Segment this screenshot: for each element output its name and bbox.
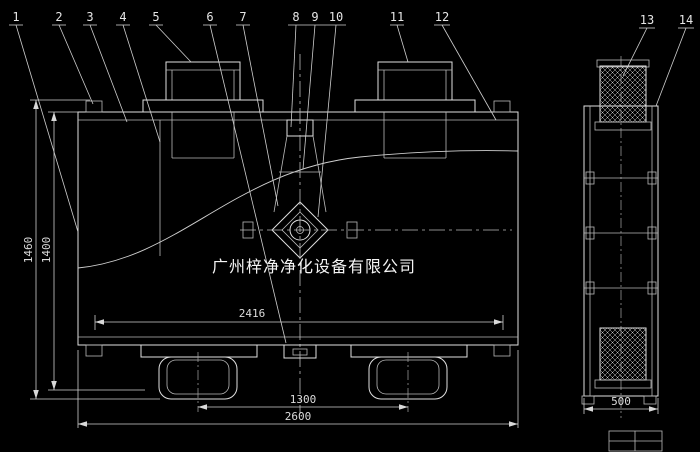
- leader-13: 13: [622, 13, 655, 77]
- flow-curve: [77, 150, 519, 269]
- casing-outline: [77, 111, 519, 346]
- leader-1: 1: [9, 10, 79, 233]
- top-filter: [594, 59, 652, 131]
- leader-14: 14: [655, 13, 694, 107]
- part-label-6: 6: [206, 10, 213, 24]
- dim-text-1460: 1460: [22, 237, 35, 264]
- leader-4: 4: [116, 10, 161, 143]
- dim-side-depth: 500: [584, 395, 658, 412]
- part-label-7: 7: [239, 10, 246, 24]
- drain-box: [283, 344, 317, 359]
- part-labels: 1 2 3 4 5 6 7 8: [9, 10, 694, 344]
- leader-11: 11: [390, 10, 409, 63]
- dim-overall-width: 2600: [78, 410, 518, 427]
- title-block-fragment: [608, 430, 663, 452]
- dimensions: 1460 1400 2416 1300 2600: [22, 99, 659, 428]
- bottom-duct-left: [140, 344, 258, 412]
- dim-inner-height: 1400: [40, 112, 57, 390]
- lifting-tab-bottom-right: [493, 344, 511, 357]
- part-label-3: 3: [86, 10, 93, 24]
- bottom-duct-right: [350, 344, 468, 412]
- dim-text-1400: 1400: [40, 237, 53, 264]
- side-foot-right: [643, 395, 657, 405]
- top-duct-left: [142, 61, 264, 159]
- leader-8: 8: [290, 10, 300, 128]
- part-label-14: 14: [679, 13, 693, 27]
- lifting-tab-top-left: [85, 100, 103, 113]
- side-view: [581, 56, 659, 418]
- lifting-tab-bottom-left: [85, 344, 103, 357]
- part-label-12: 12: [435, 10, 449, 24]
- dim-inner-width: 2416: [95, 307, 503, 325]
- leader-12: 12: [434, 10, 497, 121]
- lifting-tab-top-right: [493, 100, 511, 113]
- leader-5: 5: [149, 10, 192, 63]
- part-label-2: 2: [55, 10, 62, 24]
- part-label-1: 1: [12, 10, 19, 24]
- dim-outlet-spacing: 1300: [198, 393, 408, 410]
- part-label-4: 4: [119, 10, 126, 24]
- top-duct-right: [354, 61, 476, 159]
- leader-9: 9: [302, 10, 319, 170]
- bottom-filter: [594, 327, 652, 389]
- leader-2: 2: [52, 10, 94, 105]
- dim-overall-height: 1460: [22, 100, 39, 399]
- side-foot-left: [581, 395, 595, 405]
- bottom-filter-media: [599, 327, 647, 381]
- front-view: [77, 54, 519, 414]
- part-label-5: 5: [152, 10, 159, 24]
- leader-10: 10: [288, 10, 346, 218]
- part-label-11: 11: [390, 10, 404, 24]
- leader-3: 3: [83, 10, 128, 123]
- side-shelves: [584, 171, 658, 295]
- dim-text-2600: 2600: [285, 410, 312, 423]
- dim-text-1300: 1300: [290, 393, 317, 406]
- company-watermark: 广州梓净净化设备有限公司: [212, 257, 416, 276]
- leader-6: 6: [203, 10, 287, 344]
- leader-7: 7: [236, 10, 279, 207]
- dim-text-500: 500: [611, 395, 631, 408]
- part-label-9: 9: [311, 10, 318, 24]
- part-label-13: 13: [640, 13, 654, 27]
- top-filter-media: [599, 65, 647, 123]
- part-label-8: 8: [292, 10, 299, 24]
- part-label-10: 10: [329, 10, 343, 24]
- dim-text-2416: 2416: [239, 307, 266, 320]
